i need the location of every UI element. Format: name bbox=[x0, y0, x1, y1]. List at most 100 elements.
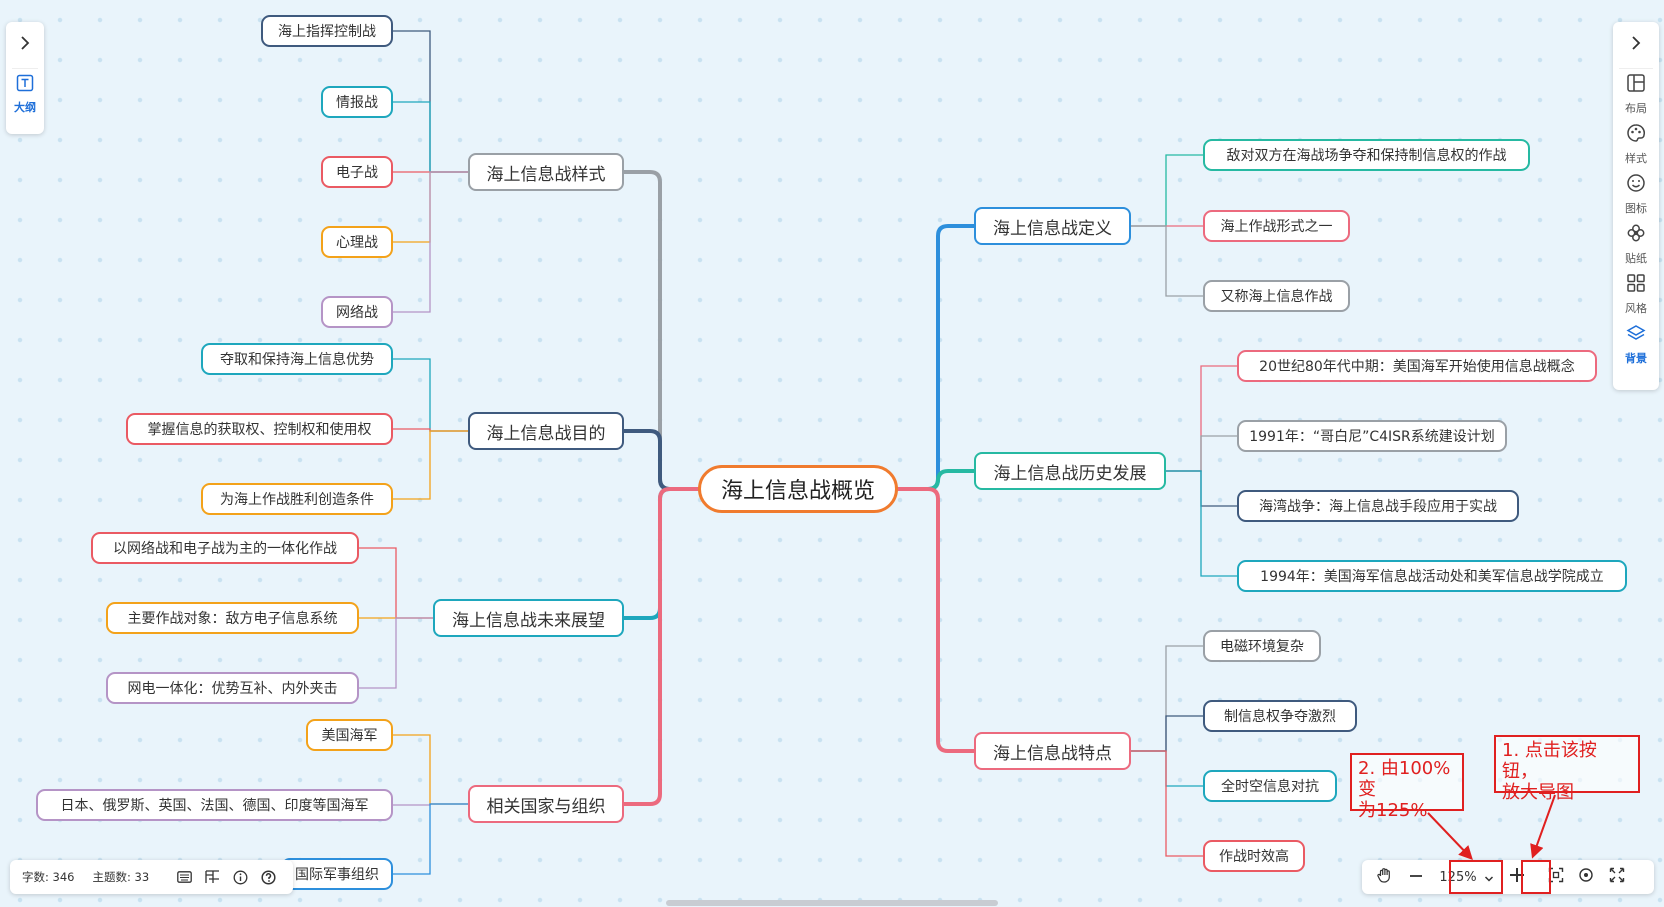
layers-icon bbox=[1626, 323, 1646, 347]
expand-right-button[interactable] bbox=[1613, 22, 1659, 68]
chevron-right-icon bbox=[1628, 34, 1644, 56]
annotation-step-1: 1. 点击该按钮， 放大导图 bbox=[1494, 735, 1640, 803]
style-button[interactable]: 样式 bbox=[1613, 119, 1659, 169]
node-text: 主要作战对象：敌方电子信息系统 bbox=[127, 611, 338, 627]
help-icon[interactable] bbox=[257, 866, 279, 888]
text-icon bbox=[16, 74, 34, 96]
child-node[interactable]: 主要作战对象：敌方电子信息系统 bbox=[106, 602, 359, 634]
node-text: 全时空信息对抗 bbox=[1221, 779, 1319, 795]
child-node[interactable]: 以网络战和电子战为主的一体化作战 bbox=[91, 532, 359, 564]
node-text: 又称海上信息作战 bbox=[1220, 289, 1333, 305]
node-text: 海上信息战定义 bbox=[993, 218, 1112, 239]
child-node[interactable]: 又称海上信息作战 bbox=[1203, 280, 1350, 312]
child-node[interactable]: 网电一体化：优势互补、内外夹击 bbox=[106, 672, 359, 704]
node-text: 海上信息战未来展望 bbox=[452, 610, 605, 631]
child-node[interactable]: 1994年：美国海军信息战活动处和美军信息战学院成立 bbox=[1237, 560, 1627, 592]
info-icon[interactable] bbox=[229, 866, 251, 888]
branch-node-right-2[interactable]: 海上信息战特点 bbox=[974, 732, 1131, 770]
child-node[interactable]: 全时空信息对抗 bbox=[1203, 770, 1337, 802]
node-text: 敌对双方在海战场争夺和保持制信息权的作战 bbox=[1226, 148, 1507, 164]
child-edge bbox=[1130, 715, 1204, 752]
zoom-value-display[interactable]: 125% bbox=[1432, 860, 1484, 894]
hand-tool-button[interactable] bbox=[1370, 860, 1398, 894]
branch-node-left-1[interactable]: 海上信息战目的 bbox=[468, 412, 624, 450]
theme-label: 风格 bbox=[1625, 301, 1647, 315]
zoom-bar: 125% bbox=[1362, 860, 1654, 894]
child-node[interactable]: 电磁环境复杂 bbox=[1203, 630, 1321, 662]
child-node[interactable]: 为海上作战胜利创造条件 bbox=[201, 483, 393, 515]
child-node[interactable]: 日本、俄罗斯、英国、法国、德国、印度等国海军 bbox=[36, 789, 393, 821]
child-node[interactable]: 国际军事组织 bbox=[281, 858, 393, 890]
node-text: 情报战 bbox=[336, 95, 378, 111]
sticker-icon bbox=[1626, 223, 1646, 247]
child-node[interactable]: 作战时效高 bbox=[1203, 840, 1305, 872]
style-label: 样式 bbox=[1625, 151, 1647, 165]
icon-button[interactable]: 图标 bbox=[1613, 169, 1659, 219]
child-node[interactable]: 美国海军 bbox=[306, 719, 393, 751]
node-text: 美国海军 bbox=[321, 728, 378, 744]
child-edge bbox=[392, 734, 469, 805]
root-node[interactable]: 海上信息战概览 bbox=[698, 465, 898, 513]
fullscreen-button[interactable] bbox=[1602, 860, 1632, 894]
node-text: 夺取和保持海上信息优势 bbox=[220, 352, 374, 368]
child-edge bbox=[358, 547, 434, 619]
zoom-out-icon bbox=[1409, 868, 1423, 887]
minimap-icon[interactable] bbox=[201, 866, 223, 888]
child-edge bbox=[1130, 645, 1204, 752]
locate-center-icon bbox=[1578, 867, 1594, 887]
expand-left-button[interactable] bbox=[6, 22, 44, 68]
grid-icon bbox=[1626, 273, 1646, 297]
child-node[interactable]: 掌握信息的获取权、控制权和使用权 bbox=[126, 413, 393, 445]
child-edge bbox=[1130, 225, 1204, 297]
node-text: 海上作战形式之一 bbox=[1220, 219, 1333, 235]
child-edge bbox=[392, 101, 469, 173]
keyboard-icon[interactable] bbox=[173, 866, 195, 888]
branch-node-right-0[interactable]: 海上信息战定义 bbox=[974, 207, 1131, 245]
child-edge bbox=[392, 171, 469, 313]
child-node[interactable]: 海上指挥控制战 bbox=[261, 15, 393, 47]
node-text: 为海上作战胜利创造条件 bbox=[220, 492, 374, 508]
branch-node-right-1[interactable]: 海上信息战历史发展 bbox=[974, 452, 1166, 490]
child-node[interactable]: 心理战 bbox=[321, 226, 393, 258]
zoom-out-button[interactable] bbox=[1400, 860, 1432, 894]
branch-node-left-2[interactable]: 海上信息战未来展望 bbox=[433, 599, 624, 637]
node-text: 海上信息战概览 bbox=[720, 479, 875, 504]
child-edge bbox=[392, 358, 469, 432]
child-node[interactable]: 情报战 bbox=[321, 86, 393, 118]
branch-edge bbox=[896, 224, 976, 491]
locate-center-button[interactable] bbox=[1572, 860, 1600, 894]
background-button[interactable]: 背景 bbox=[1613, 319, 1659, 369]
node-text: 海湾战争：海上信息战手段应用于实战 bbox=[1259, 499, 1497, 515]
node-text: 心理战 bbox=[336, 235, 378, 251]
child-node[interactable]: 海上作战形式之一 bbox=[1203, 210, 1350, 242]
child-node[interactable]: 1991年：“哥白尼”C4ISR系统建设计划 bbox=[1237, 420, 1507, 452]
theme-button[interactable]: 风格 bbox=[1613, 269, 1659, 319]
branch-edge bbox=[622, 429, 700, 491]
child-node[interactable]: 制信息权争夺激烈 bbox=[1203, 700, 1357, 732]
chevron-right-icon bbox=[17, 34, 33, 56]
layout-button[interactable]: 布局 bbox=[1613, 69, 1659, 119]
node-text: 以网络战和电子战为主的一体化作战 bbox=[113, 541, 337, 557]
zoom-dropdown[interactable] bbox=[1482, 860, 1496, 894]
hand-icon bbox=[1376, 867, 1392, 887]
branch-edge bbox=[622, 487, 700, 806]
child-node[interactable]: 海湾战争：海上信息战手段应用于实战 bbox=[1237, 490, 1519, 522]
left-toolbar: 大纲 bbox=[6, 22, 44, 134]
node-text: 掌握信息的获取权、控制权和使用权 bbox=[147, 422, 372, 438]
child-node[interactable]: 20世纪80年代中期：美国海军开始使用信息战概念 bbox=[1237, 350, 1597, 382]
node-text: 海上信息战特点 bbox=[993, 743, 1112, 764]
child-node[interactable]: 电子战 bbox=[321, 156, 393, 188]
child-node[interactable]: 敌对双方在海战场争夺和保持制信息权的作战 bbox=[1203, 139, 1530, 171]
child-edge bbox=[1165, 470, 1238, 577]
sticker-button[interactable]: 贴纸 bbox=[1613, 219, 1659, 269]
horizontal-scrollbar[interactable] bbox=[666, 900, 998, 906]
zoom-value: 125% bbox=[1439, 869, 1477, 885]
node-text: 日本、俄罗斯、英国、法国、德国、印度等国海军 bbox=[60, 798, 369, 814]
child-node[interactable]: 网络战 bbox=[321, 296, 393, 328]
layout-icon bbox=[1626, 73, 1646, 97]
child-node[interactable]: 夺取和保持海上信息优势 bbox=[201, 343, 393, 375]
outline-button[interactable]: 大纲 bbox=[6, 69, 44, 119]
branch-node-left-0[interactable]: 海上信息战样式 bbox=[468, 153, 624, 191]
branch-node-left-3[interactable]: 相关国家与组织 bbox=[468, 785, 624, 823]
